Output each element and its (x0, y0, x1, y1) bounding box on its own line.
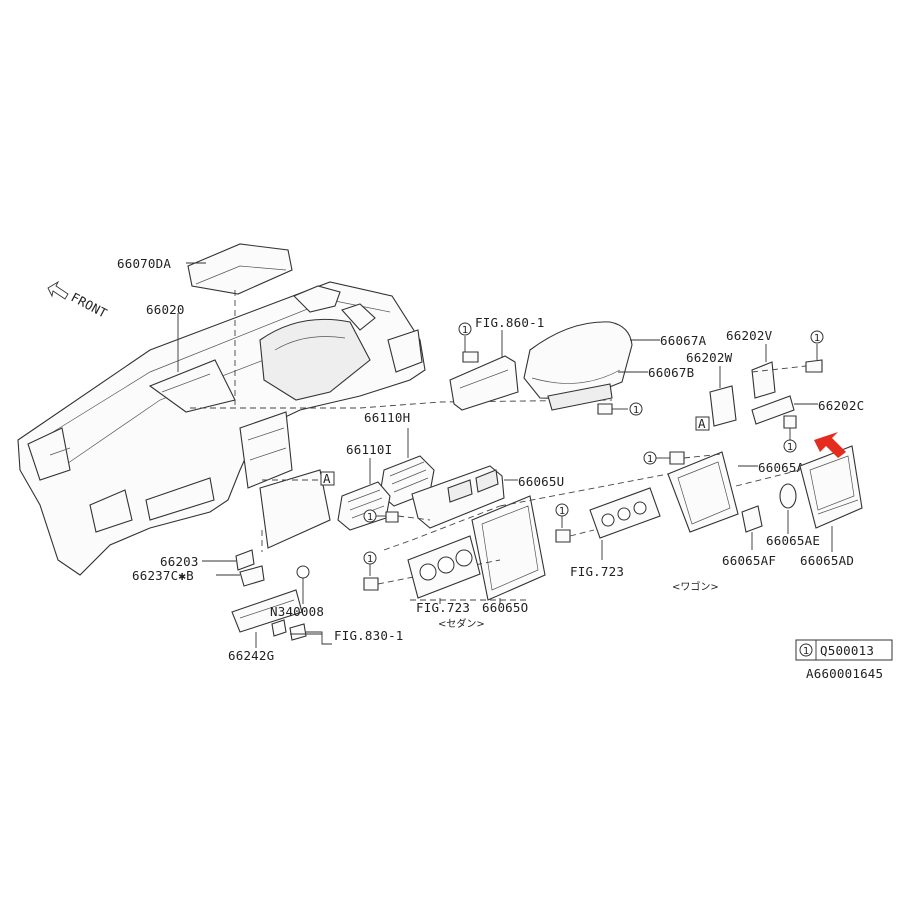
label-66110H: 66110H (364, 410, 410, 425)
label-fig830: FIG.830-1 (334, 628, 404, 643)
label-66202W: 66202W (686, 350, 733, 365)
screw-icon-7 (555, 529, 571, 543)
diagram-code: A660001645 (806, 666, 883, 681)
dash-bezel (735, 469, 801, 487)
label-66065O: 66065O (482, 600, 528, 615)
front-direction-arrow: FRONT (47, 280, 110, 321)
bracket-parts (709, 361, 795, 427)
screw-icon-4 (783, 415, 797, 429)
label-sedan: <セダン> (438, 617, 485, 630)
screw-icon-8 (669, 451, 685, 465)
label-66067A: 66067A (660, 333, 707, 348)
ref-a-left: A (320, 471, 335, 486)
svg-text:1: 1 (787, 442, 793, 453)
label-66065U: 66065U (518, 474, 564, 489)
label-66070DA: 66070DA (117, 256, 171, 271)
screw-icon-2 (597, 403, 613, 415)
label-fig723-sedan: FIG.723 (416, 600, 470, 615)
svg-text:1: 1 (633, 405, 639, 416)
label-wagon: <ワゴン> (672, 580, 719, 593)
svg-text:1: 1 (367, 554, 373, 565)
svg-text:A: A (698, 416, 706, 431)
legend-box: 1 Q500013 (795, 639, 893, 661)
svg-text:1: 1 (367, 512, 373, 523)
label-66202C: 66202C (818, 398, 864, 413)
label-66203: 66203 (160, 554, 199, 569)
label-fig860: FIG.860-1 (475, 315, 545, 330)
knob-part (779, 483, 797, 509)
screw-icon-5 (385, 511, 399, 523)
wagon-climate-control (589, 487, 661, 539)
dash-sedan (383, 505, 501, 551)
bezel-small-part (741, 505, 763, 533)
highlight-arrow (814, 432, 846, 458)
outer-bezel-part (799, 445, 863, 529)
svg-text:1: 1 (559, 506, 565, 517)
upper-pad-part (187, 243, 293, 295)
label-66065AF: 66065AF (722, 553, 776, 568)
legend-part-code: Q500013 (820, 643, 874, 658)
label-66065AD: 66065AD (800, 553, 854, 568)
dash-upper (190, 399, 613, 409)
label-66065AC: 66065AC (758, 460, 812, 475)
label-66237CB: 66237C✱B (132, 568, 194, 583)
center-panel-part (411, 465, 546, 601)
center-frame-part (667, 451, 739, 533)
screw-icon-6 (363, 577, 379, 591)
front-label: FRONT (69, 289, 110, 321)
legend-symbol: 1 (803, 646, 809, 657)
label-66020: 66020 (146, 302, 185, 317)
dash-66202 (751, 365, 807, 373)
callout-circle-2 (629, 402, 643, 416)
svg-text:A: A (323, 471, 331, 486)
label-fig723-wagon: FIG.723 (570, 564, 624, 579)
label-N340008: N340008 (270, 604, 324, 619)
label-66242G: 66242G (228, 648, 274, 663)
label-66067B: 66067B (648, 365, 694, 380)
sedan-climate-control (407, 535, 481, 599)
dash-frame (499, 473, 669, 507)
ref-a-right: A (695, 416, 710, 431)
instrument-panel-part (17, 281, 426, 576)
leader-fig830 (306, 631, 332, 645)
screw-icon (462, 351, 479, 363)
callout-circle-3 (810, 330, 824, 344)
lower-bracket-parts (231, 549, 310, 641)
dash-screw-8 (683, 453, 723, 459)
screw-icon-3 (805, 359, 823, 373)
callout-circle-1 (458, 322, 472, 336)
dash-screw-7 (569, 529, 595, 537)
display-hood-part (523, 321, 633, 411)
label-66065AE: 66065AE (766, 533, 820, 548)
meter-hood-part (449, 355, 519, 411)
svg-text:1: 1 (647, 454, 653, 465)
svg-text:1: 1 (462, 325, 468, 336)
svg-text:1: 1 (814, 333, 820, 344)
label-66202V: 66202V (726, 328, 773, 343)
dash-screw-5 (397, 515, 431, 521)
label-66110I: 66110I (346, 442, 392, 457)
